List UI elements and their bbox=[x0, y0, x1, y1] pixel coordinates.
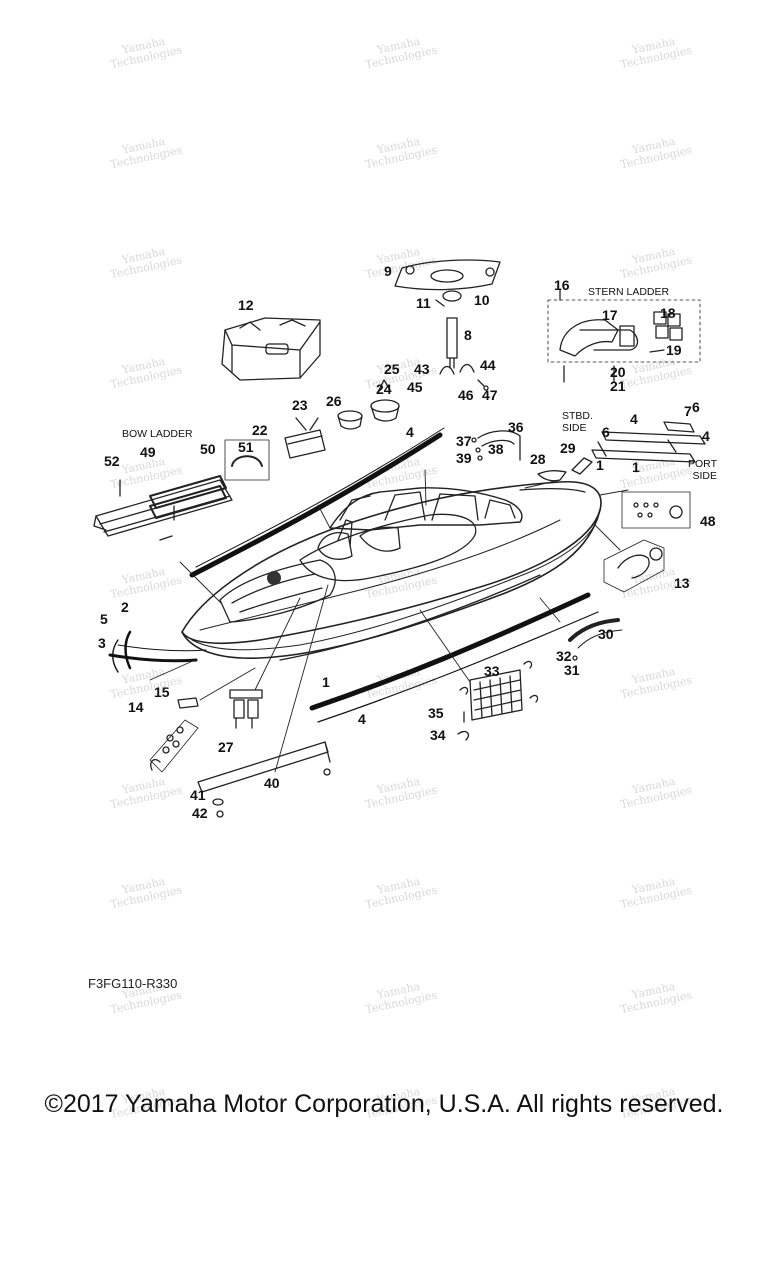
support-bar bbox=[197, 741, 331, 818]
callout-number: 1 bbox=[632, 459, 640, 475]
callout-number: 16 bbox=[554, 277, 570, 293]
callout-number: 46 bbox=[458, 387, 474, 403]
grab-rail bbox=[471, 430, 521, 461]
callout-number: 1 bbox=[322, 674, 330, 690]
rub-rail-strips bbox=[108, 427, 599, 723]
callout-number: 41 bbox=[190, 787, 206, 803]
callout-number: 45 bbox=[407, 379, 423, 395]
callout-number: 23 bbox=[292, 397, 308, 413]
callout-number: 18 bbox=[660, 305, 676, 321]
callout-number: 33 bbox=[484, 663, 500, 679]
callout-number: 6 bbox=[602, 424, 610, 440]
cargo-net bbox=[457, 660, 539, 741]
callout-number: 44 bbox=[480, 357, 496, 373]
callout-number: 3 bbox=[98, 635, 106, 651]
callout-number: 49 bbox=[140, 444, 156, 460]
cleats bbox=[537, 457, 593, 482]
copyright-notice: ©2017 Yamaha Motor Corporation, U.S.A. A… bbox=[44, 1090, 724, 1118]
callout-number: 19 bbox=[666, 342, 682, 358]
callout-number: 17 bbox=[602, 307, 618, 323]
callout-number: 43 bbox=[414, 361, 430, 377]
callout-number: 20 bbox=[610, 364, 626, 380]
callout-number: 4 bbox=[630, 411, 638, 427]
callout-number: 30 bbox=[598, 626, 614, 642]
callout-number: 4 bbox=[702, 428, 710, 444]
callout-number: 7 bbox=[684, 403, 692, 419]
callout-number: 50 bbox=[200, 441, 216, 457]
callout-number: 13 bbox=[674, 575, 690, 591]
callout-number: 2 bbox=[121, 599, 129, 615]
callout-number: 5 bbox=[100, 611, 108, 627]
callout-number: 4 bbox=[358, 711, 366, 727]
callout-number: 8 bbox=[464, 327, 472, 343]
callout-number: 47 bbox=[482, 387, 498, 403]
callout-number: 14 bbox=[128, 699, 144, 715]
callout-number: 39 bbox=[456, 450, 472, 466]
clip-set bbox=[439, 363, 489, 391]
callout-number: 24 bbox=[376, 381, 392, 397]
trim-strip bbox=[568, 618, 623, 661]
stern-platform-rails bbox=[591, 421, 706, 463]
cup-holders bbox=[284, 379, 400, 459]
bow-eye-plate bbox=[149, 697, 199, 773]
bow-ladder-group bbox=[93, 439, 270, 541]
callout-number: 38 bbox=[488, 441, 504, 457]
callout-number: 37 bbox=[456, 433, 472, 449]
callout-number: 51 bbox=[238, 439, 254, 455]
table-pedestal-assembly bbox=[394, 259, 501, 369]
leader-lines bbox=[149, 469, 629, 773]
callout-number: 31 bbox=[564, 662, 580, 678]
callout-number: 34 bbox=[430, 727, 446, 743]
callout-number: 6 bbox=[692, 399, 700, 415]
boarding-plate bbox=[621, 491, 691, 529]
tow-eye-stern bbox=[603, 539, 665, 593]
callout-number: 52 bbox=[104, 453, 120, 469]
callout-number: 29 bbox=[560, 440, 576, 456]
callout-number: 4 bbox=[406, 424, 414, 440]
stern-ladder-group bbox=[547, 289, 701, 383]
callout-number: 21 bbox=[610, 378, 626, 394]
popup-cleat bbox=[229, 689, 263, 729]
callout-number: 26 bbox=[326, 393, 342, 409]
callout-number: 36 bbox=[508, 419, 524, 435]
callout-number: 25 bbox=[384, 361, 400, 377]
port-side-label: PORT SIDE bbox=[688, 458, 717, 482]
callout-number: 40 bbox=[264, 775, 280, 791]
callout-number: 22 bbox=[252, 422, 268, 438]
callout-number: 10 bbox=[474, 292, 490, 308]
stern-ladder-label: STERN LADDER bbox=[588, 286, 670, 298]
callout-number: 15 bbox=[154, 684, 170, 700]
callout-number: 48 bbox=[700, 513, 716, 529]
cooler bbox=[221, 317, 321, 381]
callout-number: 1 bbox=[596, 457, 604, 473]
callout-number: 12 bbox=[238, 297, 254, 313]
boat-hull bbox=[181, 480, 602, 661]
callout-number: 35 bbox=[428, 705, 444, 721]
stbd-side-label: STBD. SIDE bbox=[562, 410, 593, 434]
callout-number: 42 bbox=[192, 805, 208, 821]
callout-number: 28 bbox=[530, 451, 546, 467]
callout-number: 27 bbox=[218, 739, 234, 755]
callout-number: 9 bbox=[384, 263, 392, 279]
diagram-code: F3FG110-R330 bbox=[88, 976, 178, 991]
callout-number: 32 bbox=[556, 648, 572, 664]
bow-ladder-label: BOW LADDER bbox=[122, 428, 193, 440]
callout-number: 11 bbox=[416, 295, 431, 311]
